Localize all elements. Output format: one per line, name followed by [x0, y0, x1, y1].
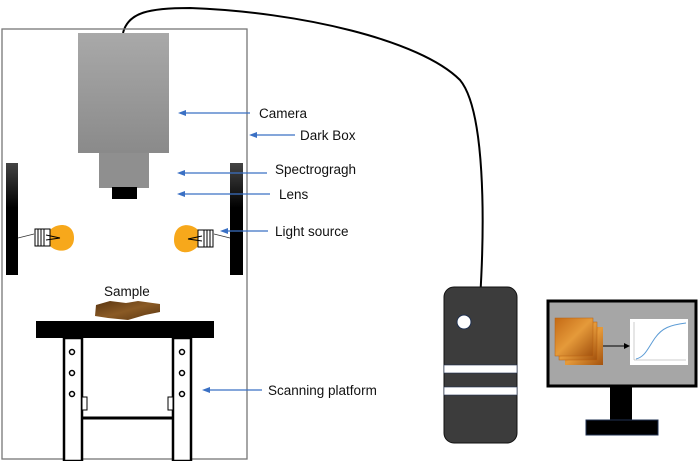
label-arrows	[177, 110, 295, 393]
computer-tower-icon	[443, 286, 518, 444]
camera-cable	[122, 6, 484, 301]
camera	[78, 33, 169, 153]
dark-box-label: Dark Box	[300, 128, 356, 143]
scanning-platform	[36, 321, 214, 461]
lens	[112, 187, 137, 199]
lens-label: Lens	[279, 187, 309, 202]
light-bulb-icon	[174, 225, 231, 253]
spectrograph-label: Spectrogragh	[275, 162, 356, 177]
scanning-platform-label: Scanning platform	[268, 383, 377, 398]
light-panel-right	[230, 163, 243, 275]
sample-label: Sample	[104, 284, 150, 299]
dark-box	[1, 28, 248, 460]
camera-label: Camera	[259, 106, 308, 121]
monitor-icon	[546, 299, 698, 436]
spectrograph	[99, 153, 149, 188]
light-source-label: Light source	[275, 224, 349, 239]
sample	[95, 301, 160, 320]
light-bulb-icon	[17, 225, 74, 251]
light-panel-left	[6, 163, 18, 275]
